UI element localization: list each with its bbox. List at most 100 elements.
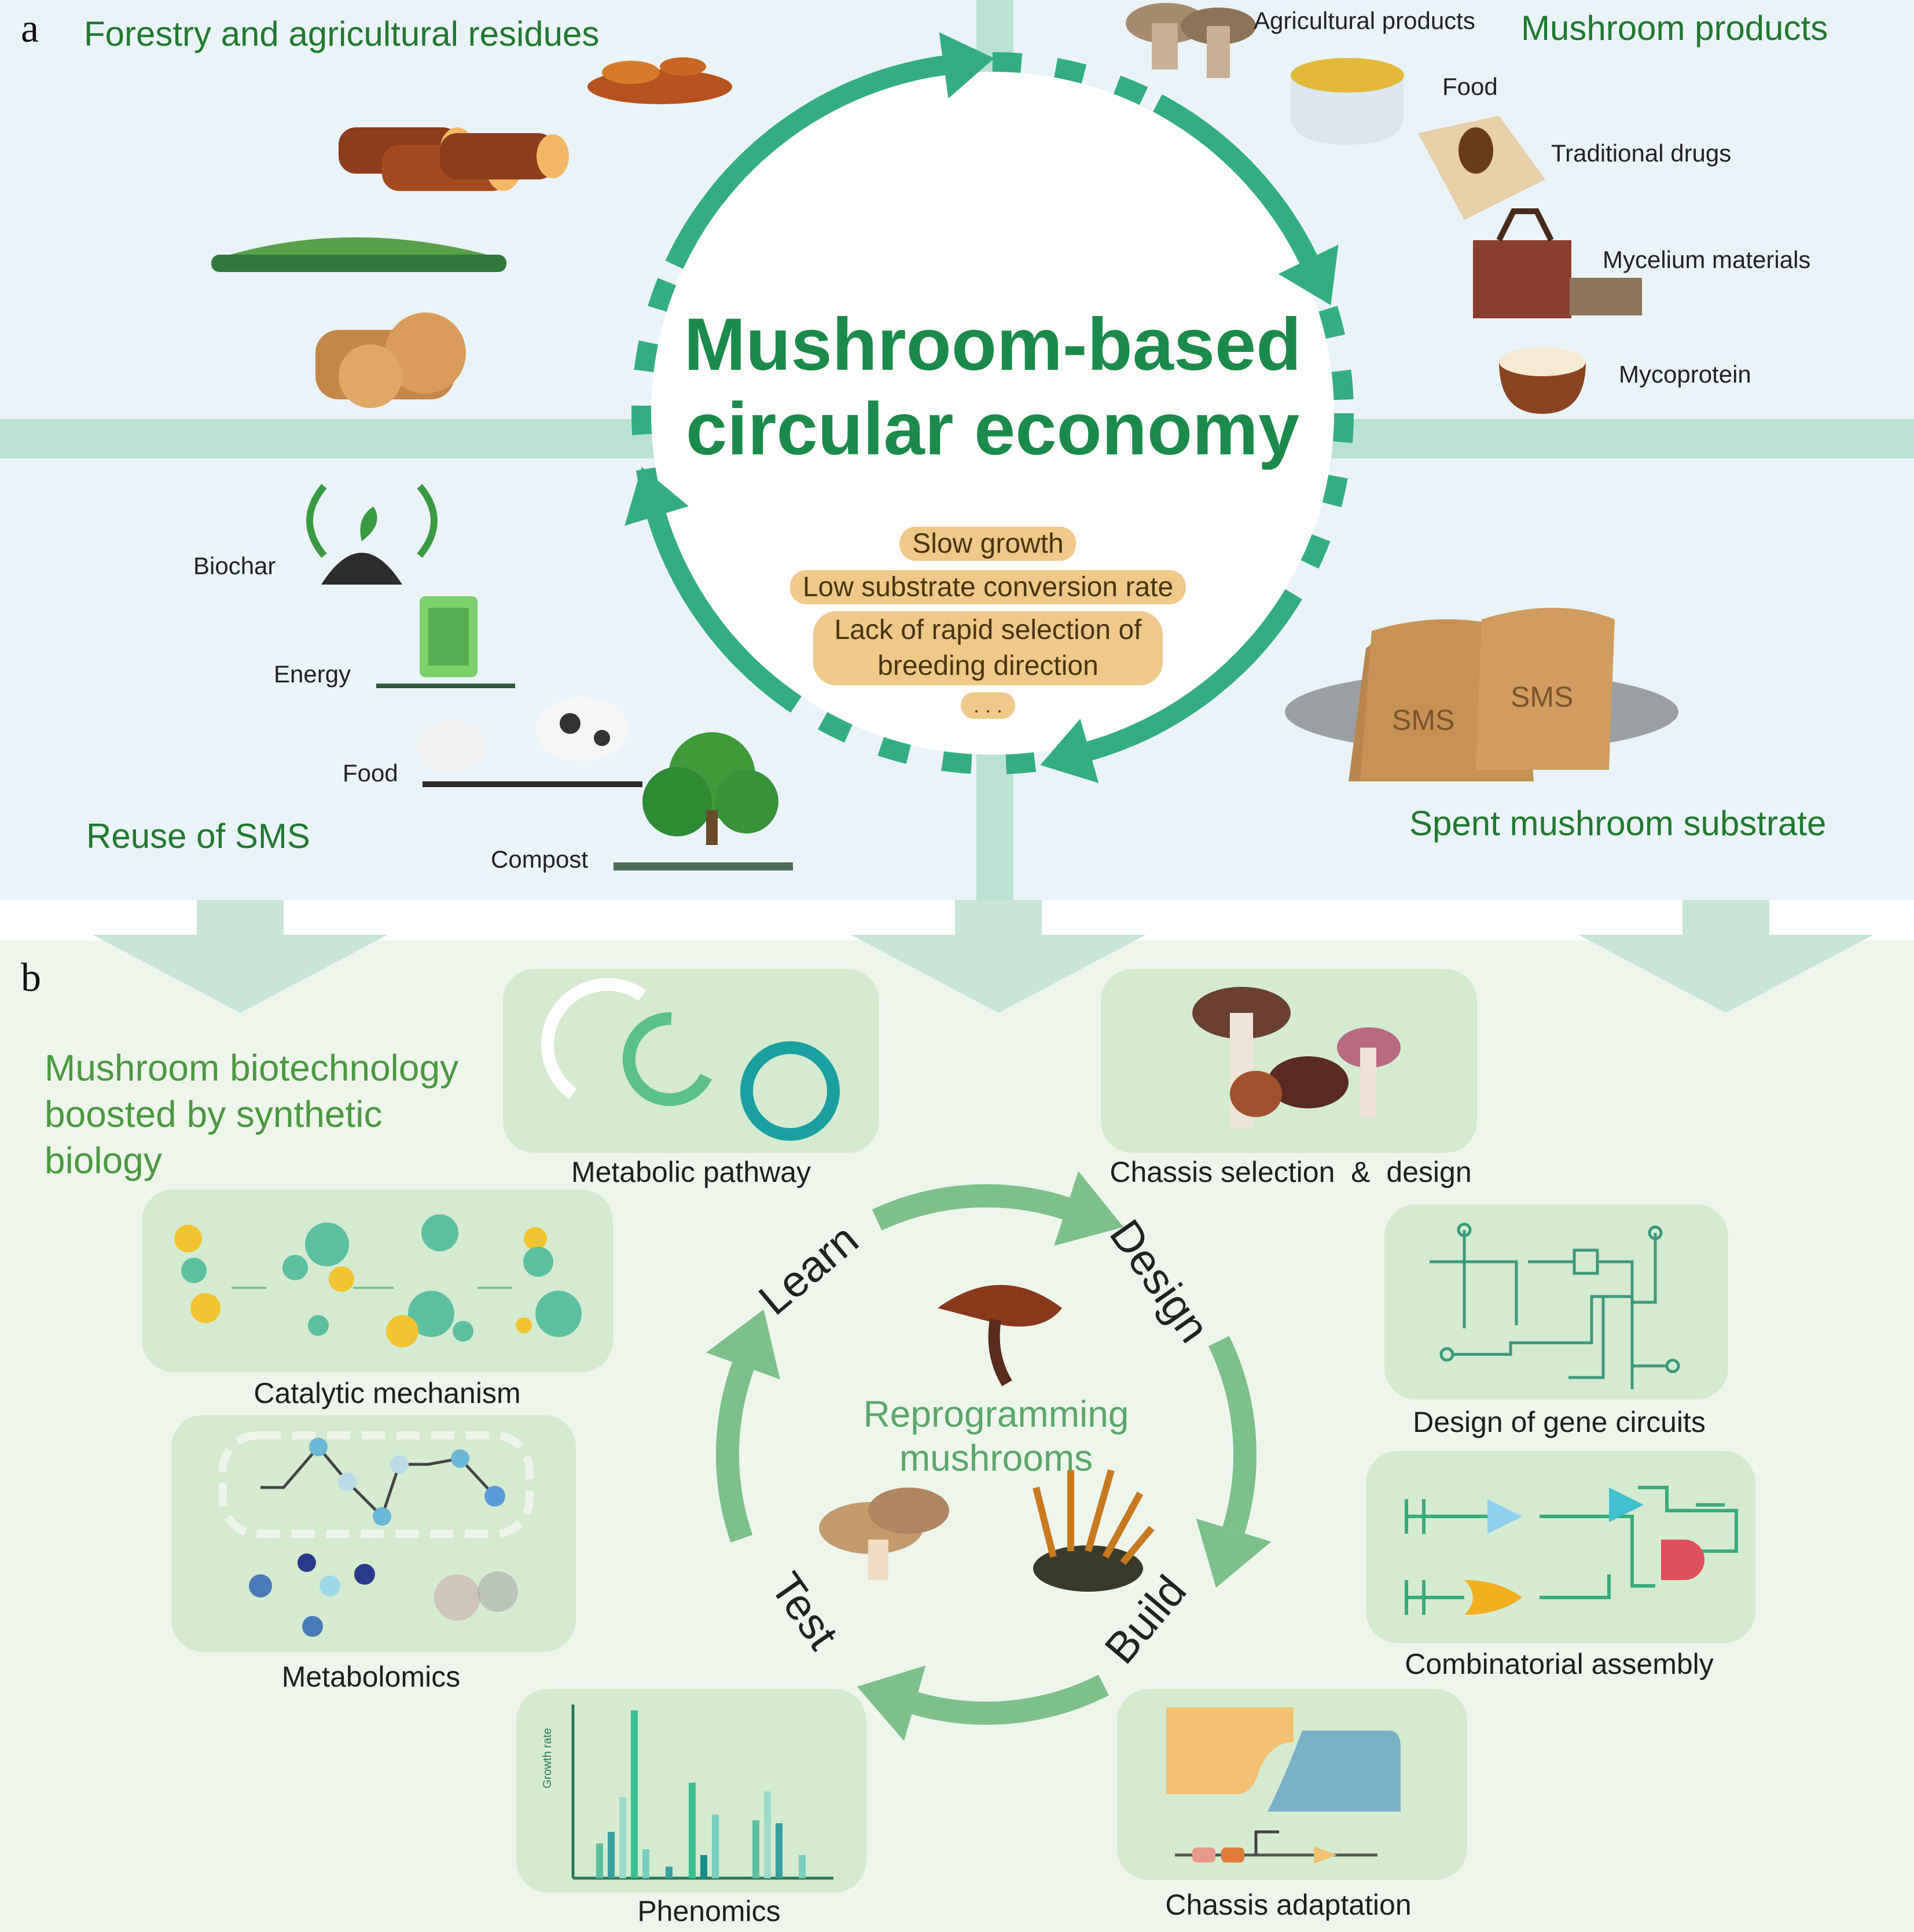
logs-icon [339, 127, 569, 191]
metabolic-cycle-icon [541, 978, 840, 1141]
product-food: Food [1442, 73, 1498, 100]
phenomics-bar [596, 1843, 603, 1878]
panel-a-label: a [21, 6, 39, 51]
combinatorial-assembly-box [1366, 1451, 1755, 1643]
challenge-low-conversion: Low substrate conversion rate [789, 570, 1186, 604]
ring-arrows [624, 32, 1339, 784]
product-agricultural: Agricultural products [1254, 7, 1475, 34]
shiitake-mushroom-icon [819, 1487, 949, 1580]
reuse-energy: Energy [274, 660, 351, 688]
down-arrow-left [93, 900, 388, 1013]
cycle-arc [665, 56, 945, 269]
metabolic-pathway-box [503, 969, 879, 1153]
cordyceps-icon [1033, 1469, 1155, 1592]
molecule-dot [282, 1255, 308, 1280]
reuse-biochar: Biochar [193, 552, 276, 579]
down-arrows [93, 900, 1873, 1013]
phenomics-bar [619, 1797, 626, 1878]
down-arrow-center [851, 900, 1146, 1013]
panel-b-label: b [21, 956, 41, 1000]
arrowhead-icon [1278, 244, 1339, 306]
sms-bags-icon [1285, 608, 1678, 781]
chassis-adaptation-icon [1166, 1707, 1401, 1864]
phenomics-axis-label: Growth rate [541, 1728, 554, 1788]
livestock-icon [417, 697, 642, 787]
molecule-dot [181, 1258, 207, 1283]
compost-trees-icon [613, 732, 793, 870]
label-chassis-adaptation: Chassis adaptation [1165, 1889, 1412, 1921]
cycle-arc [872, 1184, 1070, 1231]
molecule-dot [174, 1225, 202, 1253]
gene-circuit-icon [1430, 1222, 1680, 1389]
center-title-line1: Mushroom-based [684, 303, 1302, 386]
biochar-icon [306, 484, 438, 585]
challenge-breeding-selection: Lack of rapid selection of breeding dire… [813, 611, 1163, 685]
cycle-arc [716, 1362, 754, 1543]
sms-bag-label-1: SMS [1392, 704, 1455, 736]
cycle-arc [1086, 589, 1302, 761]
product-mycoprotein: Mycoprotein [1619, 361, 1751, 388]
phenomics-bar [799, 1855, 806, 1878]
label-metabolomics: Metabolomics [281, 1661, 461, 1693]
product-traditional-drugs: Traditional drugs [1551, 139, 1732, 167]
molecule-dot [190, 1293, 221, 1323]
label-catalytic-mechanism: Catalytic mechanism [254, 1377, 521, 1409]
panel-b-title: Mushroom biotechnology boosted by synthe… [45, 1047, 459, 1181]
cycle-arc [1208, 1336, 1257, 1534]
reishi-mushroom-icon [938, 1285, 1062, 1387]
molecule-dot [329, 1266, 354, 1292]
arrowhead-icon [857, 1665, 926, 1742]
dbtl-cycle-arrows [706, 1171, 1272, 1742]
molecule-dot [453, 1321, 473, 1342]
arrowhead-icon [1196, 1518, 1272, 1588]
energy-battery-icon [376, 596, 515, 688]
dashed-ring [631, 52, 1354, 774]
label-phenomics: Phenomics [637, 1895, 781, 1927]
phenomics-bar [752, 1820, 759, 1878]
phenomics-bar [666, 1867, 673, 1878]
phenomics-bar [776, 1823, 783, 1878]
hay-bale-icon [315, 313, 466, 408]
label-chassis-selection: Chassis selection & design [1110, 1156, 1472, 1188]
products-title: Mushroom products [1521, 9, 1828, 47]
residues-title: Forestry and agricultural residues [84, 14, 600, 53]
catalytic-molecules-icon [174, 1214, 582, 1347]
mushroom-group-icon [1192, 987, 1401, 1129]
molecule-dot [535, 1291, 582, 1337]
cycle-arc [647, 513, 802, 713]
molecule-dot [308, 1315, 329, 1336]
label-gene-circuits: Design of gene circuits [1413, 1406, 1706, 1438]
arrowhead-icon [939, 32, 995, 99]
challenge-slow-growth: Slow growth [899, 527, 1077, 561]
phenomics-bar [631, 1710, 638, 1878]
phenomics-bar [764, 1791, 771, 1878]
mycoprotein-bowl-icon [1499, 347, 1586, 414]
catalytic-mechanism-box [142, 1189, 613, 1372]
leaves-icon [587, 57, 732, 104]
center-title-line2: circular economy [686, 388, 1299, 471]
reuse-title: Reuse of SMS [86, 817, 310, 855]
molecule-dot [305, 1222, 349, 1266]
reuse-food: Food [343, 759, 398, 787]
phenomics-bar [689, 1783, 696, 1878]
arrowhead-icon [624, 467, 689, 526]
challenge-more: . . . [960, 692, 1016, 719]
molecule-dot [408, 1291, 454, 1337]
sms-title: Spent mushroom substrate [1409, 804, 1827, 843]
sms-bag-label-2: SMS [1511, 681, 1574, 713]
reprogramming-title: Reprogramming mushrooms [863, 1393, 1129, 1479]
bag-icon [1473, 208, 1642, 318]
arrowhead-icon [1054, 1171, 1124, 1246]
molecule-dot [516, 1317, 532, 1334]
metabolomics-network-icon [219, 1431, 534, 1637]
cycle-arc [1152, 94, 1317, 264]
arrowhead-icon [1040, 718, 1099, 784]
soup-bowl-icon [1291, 58, 1404, 145]
phenomics-bar [608, 1832, 615, 1878]
arrowhead-icon [706, 1309, 780, 1380]
label-metabolic-pathway: Metabolic pathway [571, 1156, 811, 1188]
mushrooms-icon [1126, 3, 1256, 78]
cycle-arc [912, 1674, 1110, 1725]
